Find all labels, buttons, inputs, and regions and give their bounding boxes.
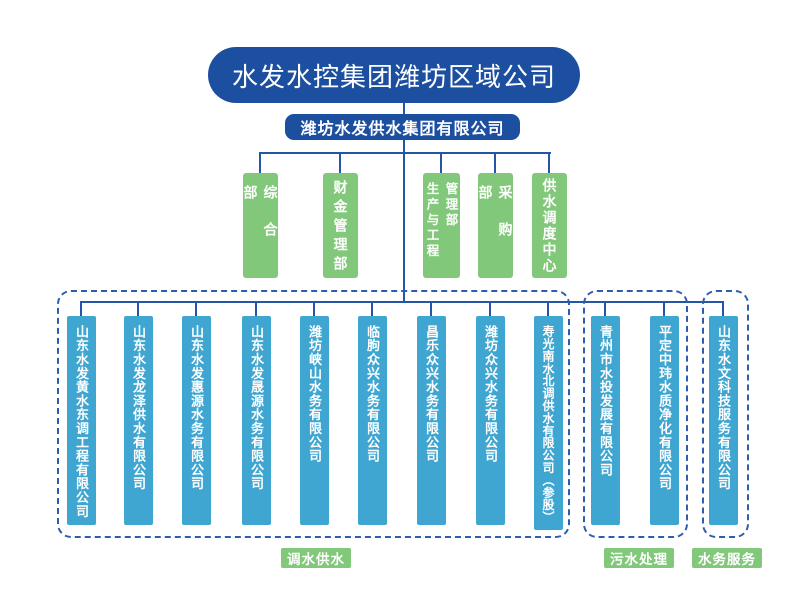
connector-dept-stub: [259, 153, 261, 174]
category-tag-label: 污水处理: [610, 552, 668, 567]
dept-node-water-supply-dispatch-center: 供水调度中心: [532, 173, 567, 278]
dept-label: 供水调度中心: [541, 178, 558, 274]
subsidiary-node: 寿光南水北调供水有限公司（参股）: [534, 316, 563, 530]
connector-dept-stub: [494, 153, 496, 174]
connector-dept-stub: [339, 153, 341, 174]
connector-sub-stub: [663, 302, 665, 317]
group-frame-water-services: [702, 290, 749, 538]
dept-label-col1: 生产与工程: [424, 182, 439, 260]
subsidiary-node: 昌乐众兴水务有限公司: [417, 316, 446, 525]
connector-sub-stub: [547, 302, 549, 317]
dept-node-procurement: 采购部: [477, 173, 514, 278]
dept-node-production-engineering-management: 生产与工程 管理部: [423, 173, 460, 278]
dept-label: 采购部: [477, 185, 514, 259]
connector-sub-stub: [195, 302, 197, 317]
subsidiary-name: 山东水发黄水东调工程有限公司: [74, 325, 89, 519]
subsidiary-node: 临朐众兴水务有限公司: [358, 316, 387, 525]
connector-sub-stub: [371, 302, 373, 317]
subsidiary-name: 寿光南水北调供水有限公司（参股）: [541, 325, 555, 524]
subsidiary-node: 山东水发黄水东调工程有限公司: [67, 316, 96, 525]
subsidiary-name: 青州市水投发展有限公司: [598, 325, 613, 477]
connector-sub-stub: [80, 302, 82, 317]
subsidiary-name: 昌乐众兴水务有限公司: [424, 325, 439, 463]
connector-sub-stub: [722, 302, 724, 317]
group-company-label: 潍坊水发供水集团有限公司: [300, 121, 505, 138]
subsidiary-node: 平定中玮水质净化有限公司: [650, 316, 679, 525]
connector-sub-stub: [137, 302, 139, 317]
dept-label-col2: 管理部: [443, 182, 458, 229]
connector-center-trunk: [403, 139, 405, 303]
subsidiary-name: 山东水发晟源水务有限公司: [249, 325, 264, 491]
category-tag-water-diversion-supply: 调水供水: [281, 548, 351, 568]
subsidiary-node: 山东水发惠源水务有限公司: [182, 316, 211, 525]
dept-node-general-office: 综合部: [242, 173, 279, 278]
subsidiary-node: 山东水文科技服务有限公司: [709, 316, 738, 525]
connector-sub-stub: [313, 302, 315, 317]
subsidiary-node: 潍坊众兴水务有限公司: [476, 316, 505, 525]
subsidiary-name: 山东水发龙泽供水有限公司: [131, 325, 146, 491]
root-node-label: 水发水控集团潍坊区域公司: [231, 62, 556, 92]
subsidiary-name: 山东水发惠源水务有限公司: [189, 325, 204, 491]
dept-label: 财金管理部: [332, 179, 349, 275]
subsidiary-node: 山东水发晟源水务有限公司: [242, 316, 271, 525]
subsidiary-name: 临朐众兴水务有限公司: [365, 325, 380, 463]
connector-dept-stub: [440, 153, 442, 174]
connector-subsidiaries-rail: [80, 301, 724, 303]
connector-sub-stub: [604, 302, 606, 317]
connector-root-to-group: [403, 102, 405, 116]
category-tag-label: 水务服务: [698, 552, 756, 567]
connector-departments-rail: [259, 152, 551, 154]
connector-sub-stub: [489, 302, 491, 317]
connector-dept-stub: [548, 153, 550, 174]
group-frame-water-diversion-supply: [57, 290, 570, 538]
subsidiary-node: 潍坊峡山水务有限公司: [300, 316, 329, 525]
subsidiary-node: 山东水发龙泽供水有限公司: [124, 316, 153, 525]
root-node: 水发水控集团潍坊区域公司: [208, 47, 580, 103]
connector-sub-stub: [430, 302, 432, 317]
subsidiary-name: 平定中玮水质净化有限公司: [657, 325, 672, 491]
subsidiary-name: 潍坊众兴水务有限公司: [483, 325, 498, 463]
category-tag-label: 调水供水: [287, 552, 345, 567]
group-company-node: 潍坊水发供水集团有限公司: [285, 114, 520, 140]
dept-label: 综合部: [242, 185, 279, 259]
dept-node-finance-management: 财金管理部: [323, 173, 358, 278]
subsidiary-name: 山东水文科技服务有限公司: [716, 325, 731, 491]
subsidiary-node: 青州市水投发展有限公司: [591, 316, 620, 525]
group-frame-sewage-treatment: [583, 290, 688, 538]
connector-sub-stub: [255, 302, 257, 317]
subsidiary-name: 潍坊峡山水务有限公司: [307, 325, 322, 463]
category-tag-water-services: 水务服务: [692, 548, 762, 568]
category-tag-sewage-treatment: 污水处理: [604, 548, 674, 568]
